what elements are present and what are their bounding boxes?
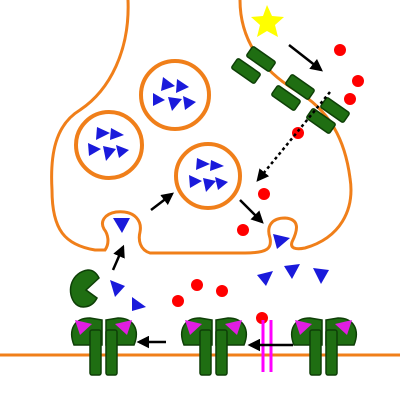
star-icon xyxy=(251,5,284,37)
receptor-1 xyxy=(70,317,138,376)
receptor-icon xyxy=(70,317,358,376)
channel-icon xyxy=(69,269,100,308)
receptor-2 xyxy=(180,317,248,376)
triangle-icon xyxy=(88,77,228,192)
ion-dot-icon xyxy=(172,44,364,324)
triangle-icon xyxy=(110,218,329,311)
receptor-3 xyxy=(290,317,358,376)
presynaptic-membrane xyxy=(50,0,353,255)
arrow-icon xyxy=(111,44,331,352)
vesicle-3 xyxy=(174,142,242,210)
vesicle-1 xyxy=(139,59,211,131)
vesicle-2 xyxy=(74,110,144,180)
channel-icon xyxy=(231,46,350,134)
